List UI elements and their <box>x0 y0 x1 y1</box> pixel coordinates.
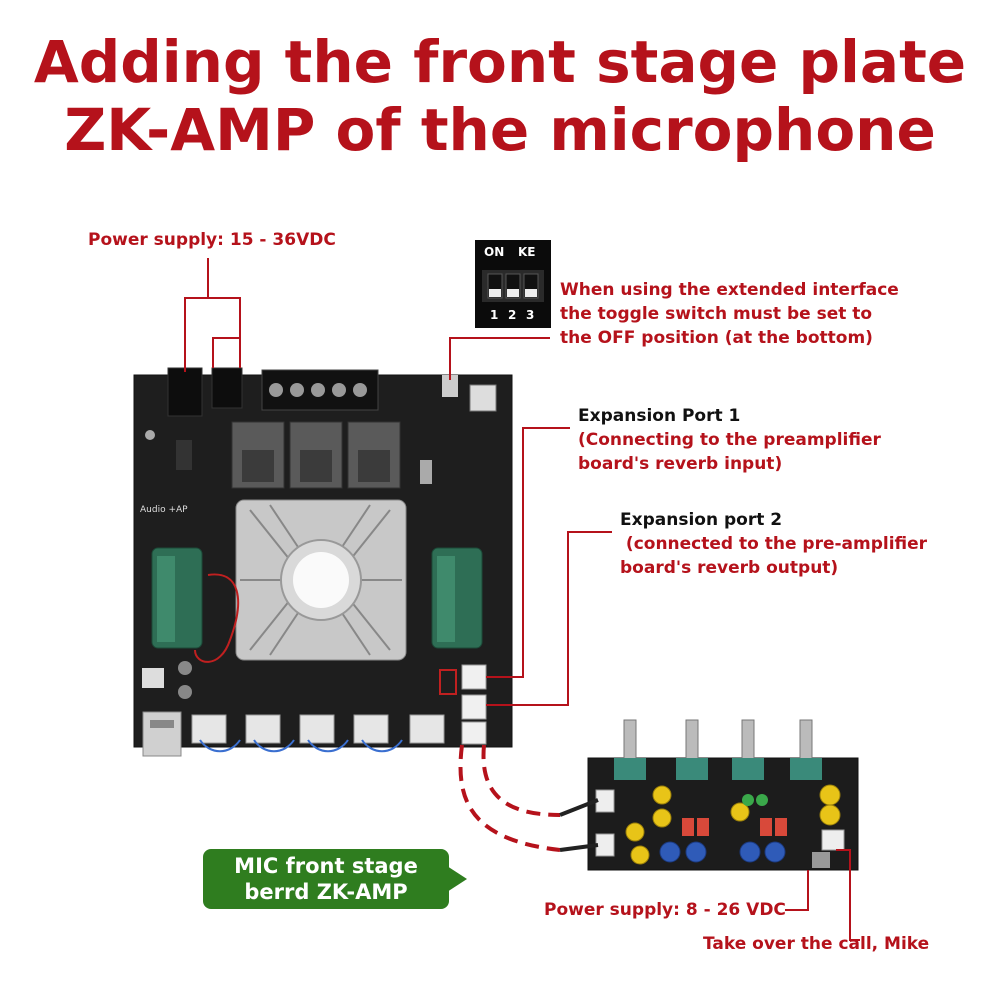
expansion-port-1-title: Expansion Port 1 <box>578 406 741 426</box>
mic-connector <box>821 829 845 851</box>
speaker-terminal-block <box>261 369 379 411</box>
title-line-2: ZK-AMP of the microphone <box>64 96 936 164</box>
amplifier-board: Audio +AP <box>133 367 513 757</box>
expansion-port-2-desc-2: board's reverb output) <box>620 558 839 578</box>
bottom-connectors <box>191 714 445 753</box>
dip-num-2: 2 <box>508 308 517 322</box>
inductors <box>231 421 401 489</box>
capacitors <box>151 547 483 649</box>
mic-input-label: Take over the call, Mike <box>703 934 930 954</box>
preamp-potentiometers <box>614 719 822 780</box>
expansion-port-1-desc-1: (Connecting to the preamplifier <box>578 430 881 450</box>
dip-note-line-3: the OFF position (at the bottom) <box>560 328 873 348</box>
expansion-port-2-title: Expansion port 2 <box>620 510 783 530</box>
dip-note-line-2: the toggle switch must be set to <box>560 304 873 324</box>
dip-on-label: ON <box>484 245 505 259</box>
title-line-1: Adding the front stage plate <box>33 28 967 96</box>
heatsink <box>235 499 407 661</box>
dip-note-line-1: When using the extended interface <box>560 280 899 300</box>
mic-front-stage-callout: MIC front stage berrd ZK-AMP <box>203 849 449 909</box>
dashed-cables <box>458 744 561 852</box>
dip-switch <box>475 240 551 328</box>
expansion-port-1-desc-2: board's reverb input) <box>578 454 783 474</box>
preamp-board <box>587 719 859 871</box>
callout-line-1: MIC front stage <box>234 854 418 878</box>
board-silk-audio: Audio +AP <box>140 505 188 515</box>
dip-num-1: 1 <box>490 308 499 322</box>
power-supply-preamp-label: Power supply: 8 - 26 VDC <box>544 900 786 920</box>
leader-lines <box>184 258 860 941</box>
callout-line-2: berrd ZK-AMP <box>244 880 408 904</box>
dip-num-3: 3 <box>526 308 535 322</box>
dip-ke-label: KE <box>518 245 536 259</box>
expansion-port-2-desc-1: (connected to the pre-amplifier <box>620 534 928 554</box>
expansion-port-1 <box>461 664 487 690</box>
callout-arrow <box>447 866 467 892</box>
power-supply-main-label: Power supply: 15 - 36VDC <box>88 230 336 250</box>
expansion-port-2 <box>461 694 487 720</box>
